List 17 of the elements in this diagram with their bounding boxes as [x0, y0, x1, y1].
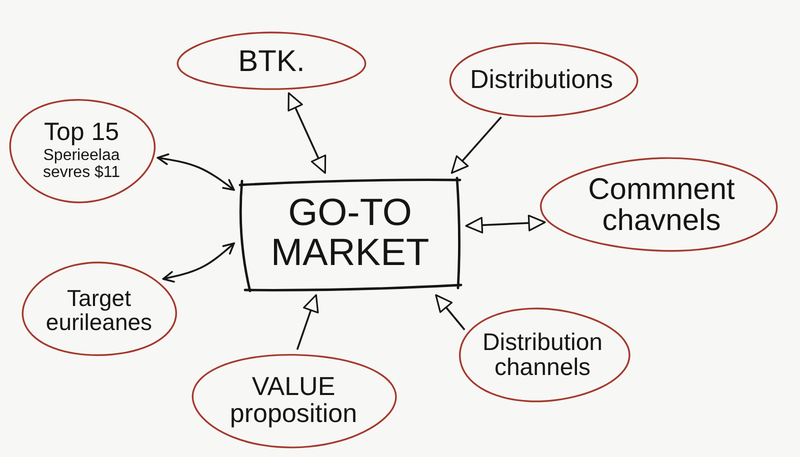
arrow — [435, 294, 466, 330]
node-heading: Top 15 — [44, 118, 120, 145]
node-label: Distributions — [470, 66, 614, 94]
node-label: Distribution channels — [481, 330, 604, 380]
double-arrow — [156, 153, 235, 191]
double-arrow — [465, 214, 546, 234]
node-label: Commnent chavnels — [587, 174, 736, 236]
central-box — [237, 176, 463, 292]
double-arrow — [288, 92, 326, 174]
node-label: GO-TO MARKET — [270, 194, 430, 274]
double-arrow — [162, 242, 235, 283]
node-text: Sperieelaa sevres $11 — [42, 148, 122, 182]
node-label: BTK. — [238, 46, 305, 78]
node-label: Target eurileanes — [44, 286, 154, 334]
arrow — [450, 116, 502, 174]
arrow — [296, 294, 319, 350]
node-label: VALUE proposition — [228, 372, 358, 428]
